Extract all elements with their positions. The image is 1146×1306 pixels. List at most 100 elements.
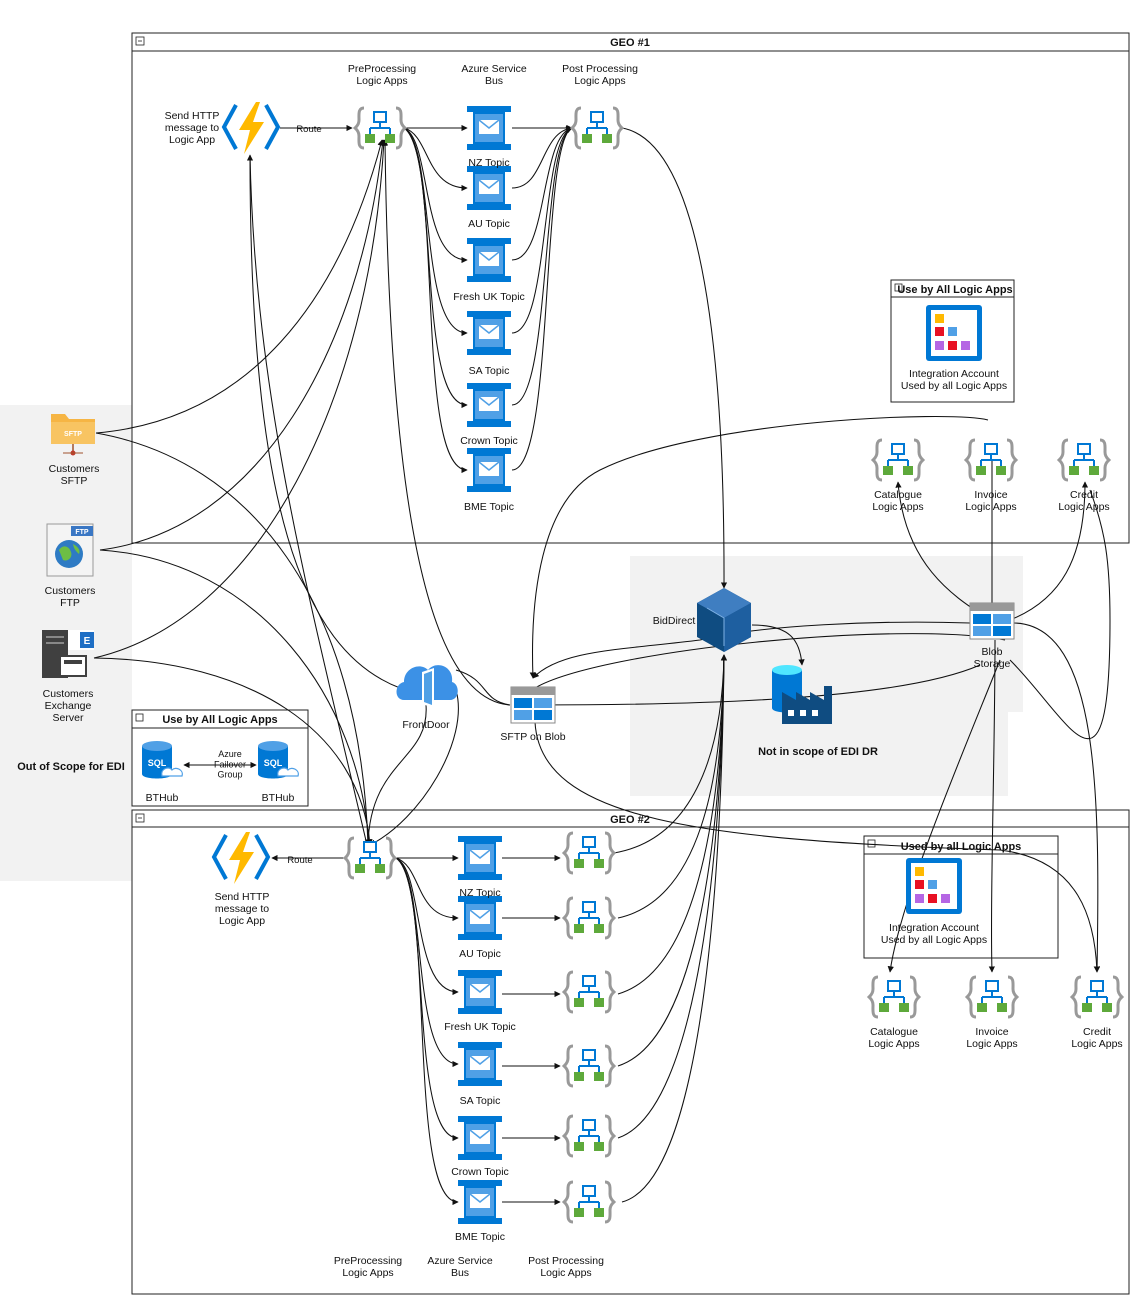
sftp-icon-text: SFTP bbox=[64, 431, 82, 438]
geo1-topic-label-3: Fresh UK Topic bbox=[453, 291, 525, 303]
geo1-topic-label-4: SA Topic bbox=[469, 365, 510, 377]
geo1-topic-icon-3[interactable] bbox=[467, 238, 511, 282]
geo1-topic-label-6: BME Topic bbox=[464, 501, 514, 513]
geo2-topic-label-3: Fresh UK Topic bbox=[444, 1021, 516, 1033]
bthub-label-1: BTHub bbox=[146, 792, 179, 804]
geo2-topic-label-2: AU Topic bbox=[459, 948, 501, 960]
geo2-catalogue-logic-app-icon[interactable] bbox=[866, 975, 922, 1019]
geo2-topic-icon-6[interactable] bbox=[458, 1180, 502, 1224]
sftp-on-blob-label: SFTP on Blob bbox=[500, 731, 565, 743]
geo2-postprocessing-logic-app-icon-6[interactable] bbox=[561, 1180, 617, 1224]
geo1-topic-icon-5[interactable] bbox=[467, 383, 511, 427]
geo2-credit-logic-app-icon[interactable] bbox=[1069, 975, 1125, 1019]
geo1-postprocessing-logic-app-icon[interactable] bbox=[569, 106, 625, 150]
collapse-icon[interactable] bbox=[135, 36, 145, 46]
geo2-topic-label-6: BME Topic bbox=[455, 1231, 505, 1243]
logic-apps bbox=[342, 106, 1125, 1224]
geo2-postprocessing-logic-app-icon-5[interactable] bbox=[561, 1114, 617, 1158]
sql-icon-text: SQL bbox=[148, 758, 167, 768]
sql-database-icon[interactable]: SQL bbox=[142, 741, 183, 779]
integration-account-icon[interactable] bbox=[906, 858, 962, 914]
geo2-postprocessing-logic-app-icon-1[interactable] bbox=[561, 831, 617, 875]
geo1-topic-icon-6[interactable] bbox=[467, 448, 511, 492]
geo1-catalogue-logic-app-icon[interactable] bbox=[870, 438, 926, 482]
geo1-topic-label-5: Crown Topic bbox=[460, 435, 518, 447]
geo1-topic-label-2: AU Topic bbox=[468, 218, 510, 230]
geo2-title: GEO #2 bbox=[610, 814, 650, 826]
frontdoor-icon[interactable] bbox=[396, 665, 458, 708]
geo2-topic-icon-1[interactable] bbox=[458, 836, 502, 880]
sql-icon-text: SQL bbox=[264, 758, 283, 768]
ftp-icon-text: FTP bbox=[75, 529, 89, 536]
geo2-topic-icon-3[interactable] bbox=[458, 970, 502, 1014]
frontdoor-label: FrontDoor bbox=[402, 719, 450, 731]
geo1-route-label: Route bbox=[296, 124, 321, 135]
geo2-topic-icon-5[interactable] bbox=[458, 1116, 502, 1160]
geo2-topic-label-1: NZ Topic bbox=[459, 887, 500, 899]
geo2-topic-icon-4[interactable] bbox=[458, 1042, 502, 1086]
geo2-topic-label-5: Crown Topic bbox=[451, 1166, 509, 1178]
biddirect-cube-icon[interactable] bbox=[697, 588, 751, 652]
azure-function-icon[interactable] bbox=[221, 102, 281, 154]
azure-function-icon[interactable] bbox=[211, 832, 271, 884]
service-bus-topics bbox=[458, 106, 511, 1224]
geo1-topic-label-1: NZ Topic bbox=[468, 157, 509, 169]
geo2-postprocessing-logic-app-icon-4[interactable] bbox=[561, 1044, 617, 1088]
not-in-scope-label: Not in scope of EDI DR bbox=[758, 746, 878, 758]
bthub-label-2: BTHub bbox=[262, 792, 295, 804]
data-factory-icon[interactable] bbox=[772, 665, 832, 724]
biddirect-label: BidDirect bbox=[653, 615, 696, 627]
geo2-container: GEO #2 bbox=[131, 809, 1130, 1295]
geo2-route-label: Route bbox=[287, 855, 312, 866]
geo1-credit-logic-app-icon[interactable] bbox=[1056, 438, 1112, 482]
ftp-server-icon[interactable]: FTP bbox=[46, 523, 94, 577]
geo2-postprocessing-logic-app-icon-2[interactable] bbox=[561, 896, 617, 940]
connectors bbox=[93, 124, 1111, 1206]
geo1-container: GEO #1 bbox=[131, 32, 1130, 544]
exchange-server-icon[interactable]: E bbox=[42, 630, 94, 678]
geo1-integration-group-title: Use by All Logic Apps bbox=[897, 284, 1012, 296]
sql-database-icon[interactable]: SQL bbox=[258, 741, 299, 779]
geo1-topic-icon-1[interactable] bbox=[467, 106, 511, 150]
geo2-topic-icon-2[interactable] bbox=[458, 896, 502, 940]
geo1-invoice-logic-app-icon[interactable] bbox=[963, 438, 1019, 482]
sql-group-title: Use by All Logic Apps bbox=[162, 714, 277, 726]
out-of-scope-label: Out of Scope for EDI bbox=[17, 761, 125, 773]
geo2-postprocessing-logic-app-icon-3[interactable] bbox=[561, 970, 617, 1014]
svg-text:E: E bbox=[84, 636, 91, 647]
geo2-invoice-logic-app-icon[interactable] bbox=[964, 975, 1020, 1019]
blob-storage-icon[interactable] bbox=[969, 602, 1015, 640]
geo1-topic-icon-4[interactable] bbox=[467, 311, 511, 355]
storage-blob-icon[interactable] bbox=[510, 686, 556, 724]
geo2-preprocessing-logic-app-icon[interactable] bbox=[342, 836, 398, 880]
collapse-icon[interactable] bbox=[135, 813, 145, 823]
integration-account-icon[interactable] bbox=[926, 305, 982, 361]
geo1-preprocessing-logic-app-icon[interactable] bbox=[352, 106, 408, 150]
geo1-topic-icon-2[interactable] bbox=[467, 166, 511, 210]
sftp-folder-icon[interactable]: SFTP bbox=[51, 414, 95, 456]
geo1-title: GEO #1 bbox=[610, 37, 650, 49]
geo2-topic-label-4: SA Topic bbox=[460, 1095, 501, 1107]
